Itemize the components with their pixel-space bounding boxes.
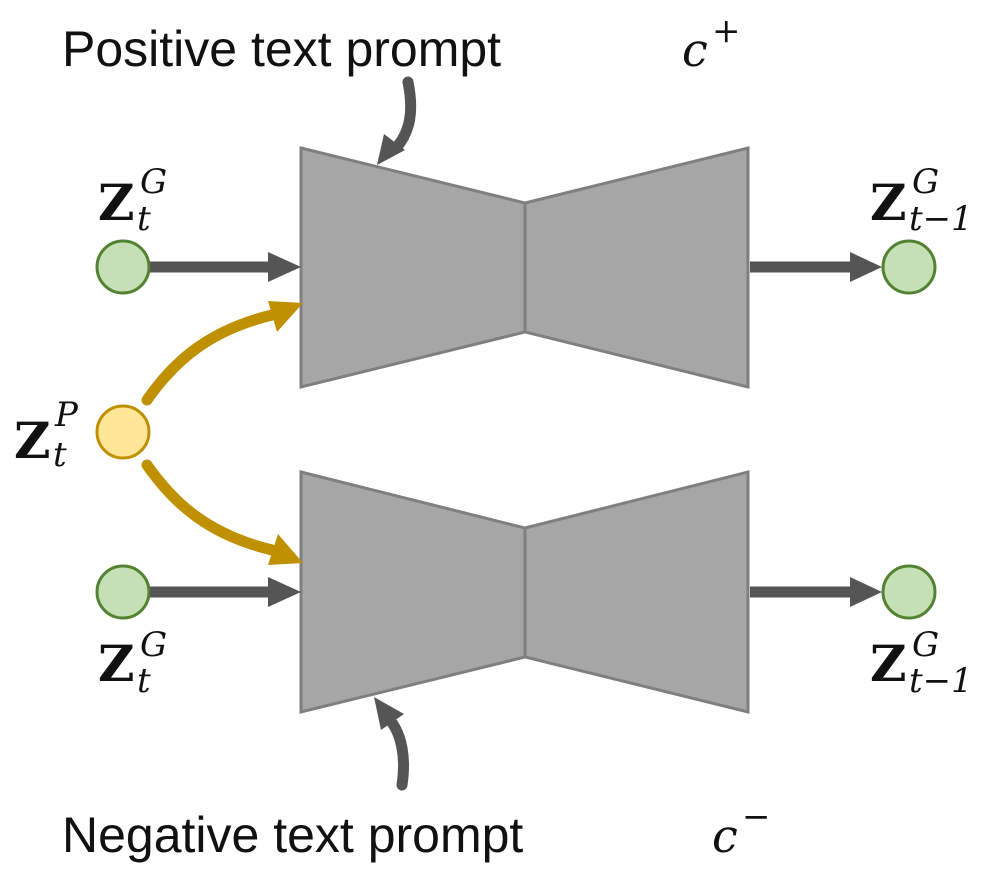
label-bottom-output-base: Z xyxy=(870,634,907,693)
label-bottom-input-sub: t xyxy=(137,661,151,701)
label-top-input-base: Z xyxy=(98,173,135,232)
negative-prompt-symbol: c xyxy=(712,809,738,863)
top-input-arrow xyxy=(150,252,301,282)
bottom-decoder xyxy=(523,470,750,714)
negative-prompt-text: Negative text prompt xyxy=(62,807,523,863)
bottom-unet xyxy=(299,470,750,714)
bottom-input-arrow xyxy=(150,577,301,607)
negative-prompt-arrow xyxy=(374,697,409,791)
side-latent-arrow-down xyxy=(141,459,303,565)
bottom-input-node xyxy=(95,564,151,620)
label-top-output-sup: G xyxy=(912,162,939,202)
label-bottom-output-sup: G xyxy=(912,625,939,665)
top-unet xyxy=(299,146,750,389)
bottom-output-node xyxy=(881,564,937,620)
positive-prompt-text: Positive text prompt xyxy=(62,21,501,77)
positive-prompt-caption: Positive text prompt c + xyxy=(62,11,741,77)
top-input-node xyxy=(95,239,151,295)
label-top-output-sub: t−1 xyxy=(909,199,973,239)
positive-prompt-symbol: c xyxy=(682,23,708,77)
top-output-arrow xyxy=(750,252,882,282)
label-bottom-output-sub: t−1 xyxy=(909,661,973,701)
label-top-input-sub: t xyxy=(137,199,151,239)
label-bottom-input-base: Z xyxy=(98,634,135,693)
negative-prompt-caption: Negative text prompt c − xyxy=(62,797,771,863)
label-side-latent-sub: t xyxy=(53,435,67,475)
top-encoder xyxy=(299,146,527,389)
positive-prompt-sign: + xyxy=(712,11,741,51)
label-top-output-base: Z xyxy=(870,173,907,232)
positive-prompt-arrow xyxy=(377,76,417,165)
label-bottom-input: Z G t xyxy=(98,625,167,701)
side-latent-arrow-up xyxy=(141,301,303,406)
label-top-input-sup: G xyxy=(140,162,167,202)
bottom-output-arrow xyxy=(750,577,882,607)
label-bottom-input-sup: G xyxy=(140,625,167,665)
label-bottom-output: Z G t−1 xyxy=(870,625,973,701)
bottom-encoder xyxy=(299,470,527,714)
label-side-latent: Z P t xyxy=(14,395,79,475)
top-output-node xyxy=(881,239,937,295)
label-top-input: Z G t xyxy=(98,162,167,239)
top-decoder xyxy=(523,146,750,389)
label-side-latent-base: Z xyxy=(14,411,51,470)
negative-prompt-sign: − xyxy=(742,797,771,837)
label-top-output: Z G t−1 xyxy=(870,162,973,239)
label-side-latent-sup: P xyxy=(54,395,79,435)
side-latent-node xyxy=(95,404,151,460)
